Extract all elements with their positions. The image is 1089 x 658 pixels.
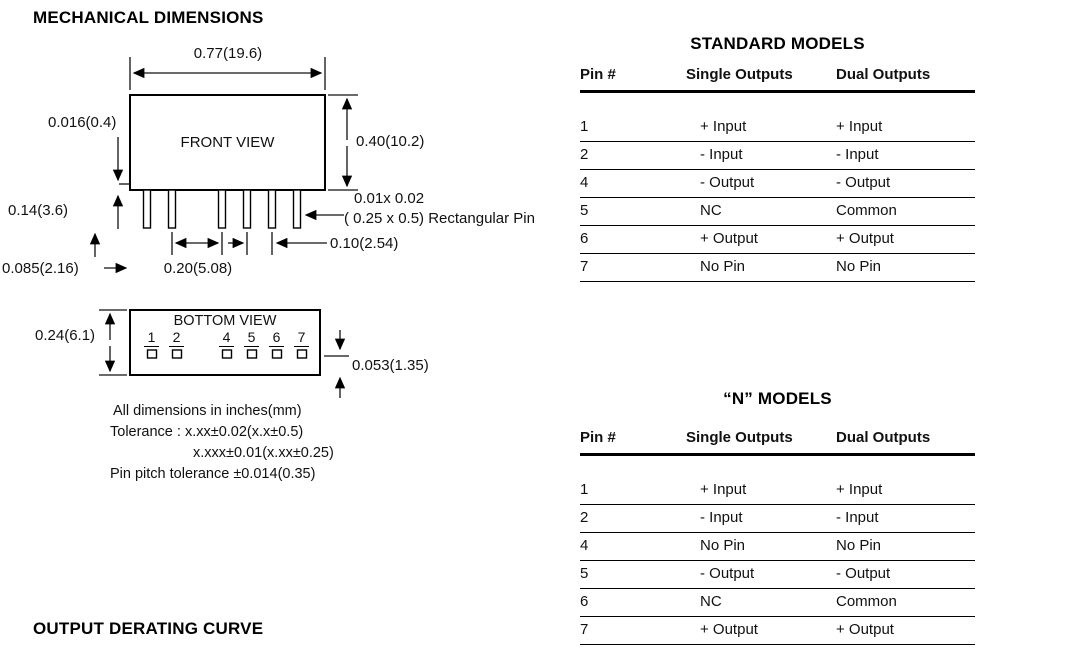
column-header-pin: Pin #: [580, 66, 616, 83]
note-tolerance-1: Tolerance : x.xx±0.02(x.x±0.5): [110, 424, 304, 440]
mechanical-drawing-svg: [89, 57, 358, 398]
dim-pad-offset: 0.053(1.35): [352, 357, 429, 374]
note-tolerance-2: x.xxx±0.01(x.xx±0.25): [193, 445, 334, 461]
table-row: 5 NC Common: [580, 198, 975, 226]
bottom-pin-number-2: 2: [169, 329, 184, 347]
front-view-label: FRONT VIEW: [180, 134, 275, 151]
standard-models-title: STANDARD MODELS: [690, 34, 865, 53]
pin-number-cell: 2: [580, 146, 589, 163]
single-output-cell: NC: [700, 202, 722, 219]
note-pin-pitch-tolerance: Pin pitch tolerance ±0.014(0.35): [110, 466, 316, 482]
table-header-row: Pin # Single Outputs Dual Outputs: [580, 429, 975, 456]
dim-body-height: 0.40(10.2): [356, 133, 425, 150]
page-title: MECHANICAL DIMENSIONS: [33, 8, 264, 27]
dim-pin-pitch-wide: 0.20(5.08): [163, 260, 233, 277]
dim-body-width: 0.77(19.6): [193, 45, 263, 62]
single-output-cell: + Output: [700, 230, 758, 247]
pin-number-cell: 4: [580, 174, 589, 191]
dual-output-cell: Common: [836, 202, 897, 219]
single-output-cell: - Input: [700, 146, 743, 163]
dual-output-cell: + Input: [836, 118, 883, 135]
table-row: 7 + Output + Output: [580, 617, 975, 645]
bottom-pin-number-6: 6: [269, 329, 284, 347]
note-units: All dimensions in inches(mm): [113, 403, 302, 419]
single-output-cell: No Pin: [700, 537, 746, 554]
bottom-pin-number-5: 5: [244, 329, 259, 347]
dual-output-cell: + Output: [836, 621, 894, 638]
table-row: 2 - Input - Input: [580, 505, 975, 533]
dim-body-depth: 0.24(6.1): [35, 327, 96, 344]
pin-number-cell: 5: [580, 202, 589, 219]
single-output-cell: - Output: [700, 174, 755, 191]
n-models-table: Pin # Single Outputs Dual Outputs 1 + In…: [580, 429, 975, 645]
pin-number-cell: 7: [580, 258, 589, 275]
column-header-single: Single Outputs: [686, 429, 793, 446]
n-models-title: “N” MODELS: [723, 389, 832, 408]
single-output-cell: + Input: [700, 481, 747, 498]
dual-output-cell: - Input: [836, 146, 879, 163]
pin-number-cell: 4: [580, 537, 589, 554]
pin-number-cell: 6: [580, 230, 589, 247]
single-output-cell: + Input: [700, 118, 747, 135]
pin-number-cell: 6: [580, 593, 589, 610]
standard-models-table: Pin # Single Outputs Dual Outputs 1 + In…: [580, 66, 975, 282]
pin-number-cell: 1: [580, 481, 589, 498]
table-row: 2 - Input - Input: [580, 142, 975, 170]
dim-pin-length: 0.14(3.6): [8, 202, 69, 219]
table-row: 4 No Pin No Pin: [580, 533, 975, 561]
front-view-dimension-lines: [89, 57, 358, 274]
dual-output-cell: - Input: [836, 509, 879, 526]
dim-pin-size-mm: ( 0.25 x 0.5) Rectangular Pin: [344, 210, 535, 227]
table-row: 1 + Input + Input: [580, 456, 975, 505]
dual-output-cell: - Output: [836, 565, 891, 582]
dim-pin-size: 0.01x 0.02: [354, 190, 425, 207]
table-header-row: Pin # Single Outputs Dual Outputs: [580, 66, 975, 93]
bottom-pin-number-1: 1: [144, 329, 159, 347]
output-derating-curve-heading: OUTPUT DERATING CURVE: [33, 619, 264, 638]
table-row: 7 No Pin No Pin: [580, 254, 975, 282]
table-row: 5 - Output - Output: [580, 561, 975, 589]
dim-standoff: 0.016(0.4): [48, 114, 117, 131]
dual-output-cell: + Input: [836, 481, 883, 498]
table-row: 6 NC Common: [580, 589, 975, 617]
dim-pin-pitch: 0.10(2.54): [330, 235, 399, 252]
front-view-outline: [129, 94, 326, 191]
table-row: 6 + Output + Output: [580, 226, 975, 254]
dim-edge-to-pin: 0.085(2.16): [2, 260, 79, 277]
bottom-view-dimension-lines: [99, 309, 349, 398]
bottom-view-pads: [146, 349, 308, 359]
pin-number-cell: 2: [580, 509, 589, 526]
column-header-dual: Dual Outputs: [836, 66, 931, 83]
single-output-cell: - Output: [700, 565, 755, 582]
single-output-cell: + Output: [700, 621, 758, 638]
single-output-cell: NC: [700, 593, 722, 610]
column-header-single: Single Outputs: [686, 66, 793, 83]
dual-output-cell: - Output: [836, 174, 891, 191]
dual-output-cell: + Output: [836, 230, 894, 247]
bottom-pin-number-7: 7: [294, 329, 309, 347]
dual-output-cell: No Pin: [836, 537, 882, 554]
pin-number-cell: 5: [580, 565, 589, 582]
bottom-pin-number-4: 4: [219, 329, 234, 347]
dual-output-cell: Common: [836, 593, 897, 610]
column-header-pin: Pin #: [580, 429, 616, 446]
front-view-pins: [142, 189, 302, 229]
single-output-cell: - Input: [700, 509, 743, 526]
table-row: 1 + Input + Input: [580, 93, 975, 142]
pin-number-cell: 7: [580, 621, 589, 638]
single-output-cell: No Pin: [700, 258, 746, 275]
bottom-view-label: BOTTOM VIEW: [173, 313, 277, 329]
column-header-dual: Dual Outputs: [836, 429, 931, 446]
dual-output-cell: No Pin: [836, 258, 882, 275]
table-row: 4 - Output - Output: [580, 170, 975, 198]
pin-number-cell: 1: [580, 118, 589, 135]
bottom-view-outline: [129, 309, 321, 376]
